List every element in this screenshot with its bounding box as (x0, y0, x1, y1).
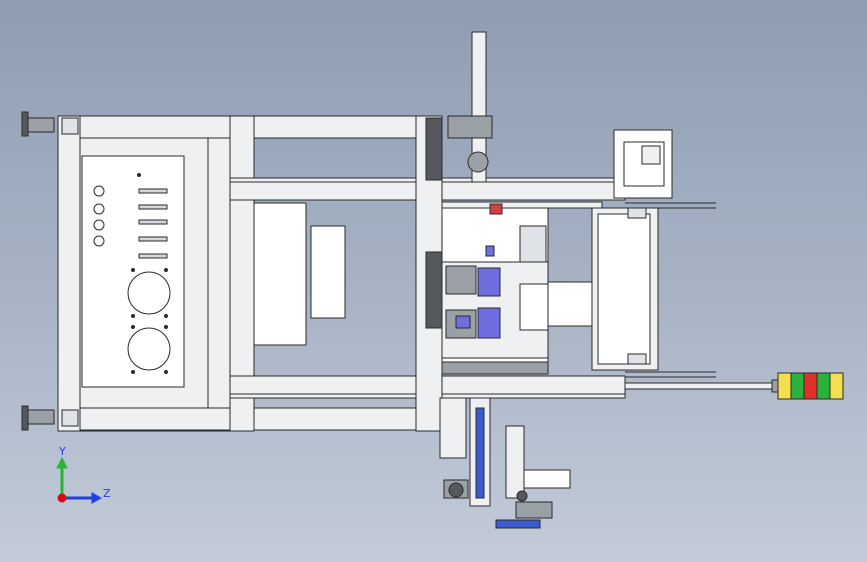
blue-clamp-lower (477, 307, 501, 339)
signal-lamp-segment (790, 372, 805, 400)
x-axis-dot (57, 493, 67, 503)
signal-arm (624, 382, 776, 390)
signal-lamp-segment (829, 372, 844, 400)
work-station (441, 203, 593, 375)
signal-tower (771, 372, 844, 400)
panel-buttons (93, 173, 171, 374)
left-frame (57, 115, 231, 432)
y-axis-label: Y (58, 445, 66, 458)
z-axis-arrowhead (91, 492, 103, 504)
signal-lamp-segment (803, 372, 818, 400)
main-frame (229, 115, 626, 432)
gripper-block (547, 281, 593, 327)
signal-lamp-segment (816, 372, 831, 400)
y-axis-arrowhead (56, 456, 68, 469)
gauge-circle-upper (127, 271, 171, 315)
coordinate-triad: Y Z (56, 445, 111, 504)
leveling-feet (21, 111, 55, 431)
motor-housing (253, 202, 307, 346)
cable-chain (425, 117, 443, 329)
right-module (591, 129, 716, 378)
signal-tower-base (771, 379, 779, 393)
gauge-circle-lower (127, 327, 171, 371)
blue-clamp-upper (477, 267, 501, 297)
z-axis-label: Z (103, 487, 111, 500)
signal-lamp-segment (777, 372, 792, 400)
top-post (447, 31, 493, 183)
bottom-mechanism (439, 397, 571, 529)
